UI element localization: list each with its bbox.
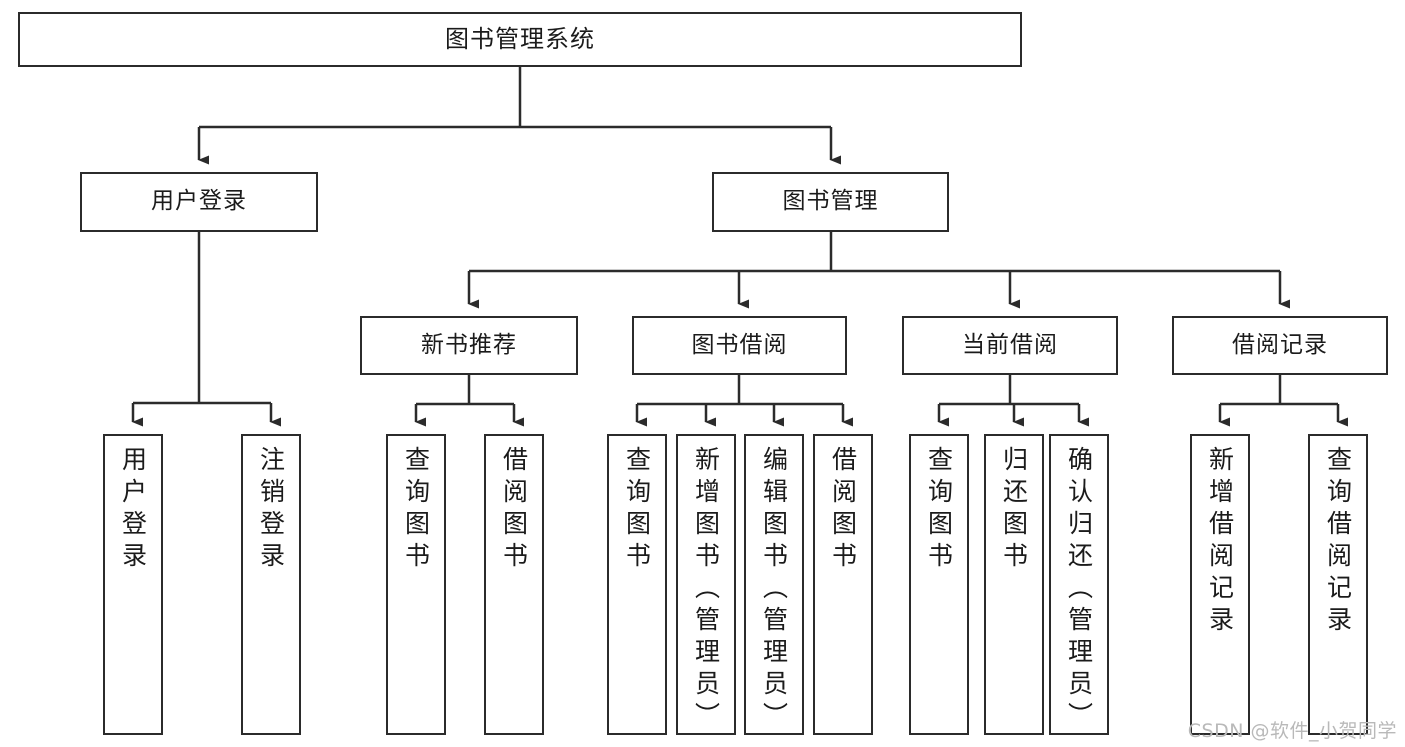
node-leaf-5[interactable]: 新增图书（管理员） [676, 434, 736, 735]
node-leaf-7-label: 借阅图书 [828, 446, 858, 574]
node-level2-0[interactable]: 用户登录 [80, 172, 318, 232]
node-leaf-4-label: 查询图书 [622, 446, 652, 574]
node-leaf-7[interactable]: 借阅图书 [813, 434, 873, 735]
node-leaf-8[interactable]: 查询图书 [909, 434, 969, 735]
node-leaf-10[interactable]: 确认归还（管理员） [1049, 434, 1109, 735]
node-leaf-6-label: 编辑图书（管理员） [759, 446, 789, 734]
node-leaf-12[interactable]: 查询借阅记录 [1308, 434, 1368, 735]
node-level3-2[interactable]: 当前借阅 [902, 316, 1118, 375]
node-level3-2-label: 当前借阅 [962, 331, 1058, 358]
watermark: CSDN @软件_小贺同学 [1187, 720, 1397, 742]
node-level2-1-label: 图书管理 [782, 188, 879, 215]
node-leaf-2[interactable]: 查询图书 [386, 434, 446, 735]
node-leaf-11[interactable]: 新增借阅记录 [1190, 434, 1250, 735]
node-leaf-1-label: 注销登录 [256, 446, 286, 574]
node-level2-1[interactable]: 图书管理 [712, 172, 949, 232]
node-leaf-1[interactable]: 注销登录 [241, 434, 301, 735]
node-level2-0-label: 用户登录 [151, 188, 247, 215]
node-level3-1-label: 图书借阅 [691, 331, 788, 358]
node-root[interactable]: 图书管理系统 [18, 12, 1022, 67]
node-leaf-6[interactable]: 编辑图书（管理员） [744, 434, 804, 735]
node-leaf-8-label: 查询图书 [924, 446, 954, 574]
node-leaf-3-label: 借阅图书 [499, 446, 529, 574]
node-level3-3[interactable]: 借阅记录 [1172, 316, 1388, 375]
node-root-label: 图书管理系统 [445, 25, 595, 54]
node-level3-1[interactable]: 图书借阅 [632, 316, 847, 375]
node-leaf-0-label: 用户登录 [118, 446, 148, 574]
node-leaf-3[interactable]: 借阅图书 [484, 434, 544, 735]
node-leaf-10-label: 确认归还（管理员） [1064, 446, 1094, 734]
node-level3-0[interactable]: 新书推荐 [360, 316, 578, 375]
node-leaf-11-label: 新增借阅记录 [1205, 446, 1235, 638]
node-leaf-9-label: 归还图书 [999, 446, 1029, 574]
node-level3-3-label: 借阅记录 [1232, 331, 1328, 358]
node-leaf-12-label: 查询借阅记录 [1323, 446, 1353, 638]
node-level3-0-label: 新书推荐 [421, 331, 517, 358]
node-leaf-9[interactable]: 归还图书 [984, 434, 1044, 735]
node-leaf-5-label: 新增图书（管理员） [691, 446, 721, 734]
node-leaf-4[interactable]: 查询图书 [607, 434, 667, 735]
node-leaf-0[interactable]: 用户登录 [103, 434, 163, 735]
node-leaf-2-label: 查询图书 [401, 446, 431, 574]
